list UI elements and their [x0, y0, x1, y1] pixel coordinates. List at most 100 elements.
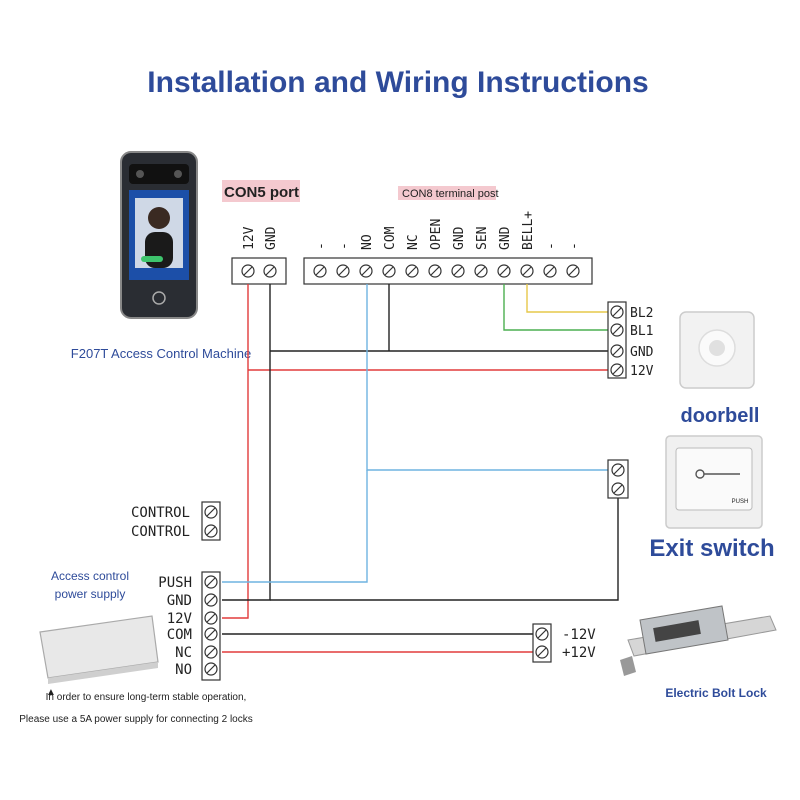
pin-label: PUSH — [158, 575, 192, 591]
control-screws — [204, 505, 218, 538]
con5-screws — [241, 264, 277, 278]
terminal-screw — [611, 463, 625, 477]
pin-label: GND — [452, 226, 467, 250]
speaker-grill — [709, 340, 725, 356]
pin-label: NC — [175, 645, 192, 661]
exit-switch-button — [675, 447, 753, 511]
terminal-screw — [610, 344, 624, 358]
pin-label: GND — [630, 345, 654, 360]
wire-gnd-exit — [270, 497, 619, 601]
pin-label: COM — [383, 226, 398, 250]
terminal-screw — [204, 611, 218, 625]
terminal-screw — [359, 264, 373, 278]
lock-caption: Electric Bolt Lock — [665, 686, 767, 700]
doorbell-screws — [610, 305, 624, 377]
exit-switch-device: PUSH — [665, 435, 763, 529]
wire-no-push — [222, 470, 368, 583]
terminal-screw — [543, 264, 557, 278]
power-supply-side — [48, 662, 158, 684]
terminal-screw — [204, 505, 218, 519]
terminal-screw — [566, 264, 580, 278]
pin-label: SEN — [475, 227, 490, 250]
pin-label: - — [567, 242, 582, 250]
device-camera-bar — [129, 164, 189, 184]
pin-label: - — [314, 242, 329, 250]
face-head — [148, 207, 170, 229]
terminal-screw — [204, 593, 218, 607]
power-note-line1: In order to ensure long-term stable oper… — [46, 692, 247, 703]
pin-label: COM — [167, 627, 192, 643]
doorbell-caption: doorbell — [681, 405, 760, 427]
terminal-screw — [610, 363, 624, 377]
doorbell-terminal-block — [607, 301, 627, 379]
pin-label: NO — [175, 662, 192, 678]
pin-label: GND — [498, 226, 513, 250]
lock-label-plate — [653, 620, 701, 642]
terminal-screw — [474, 264, 488, 278]
con5-pin-labels: 12V GND — [242, 226, 279, 250]
terminal-screw — [382, 264, 396, 278]
face-body — [145, 232, 173, 268]
pin-label: NO — [360, 234, 375, 250]
terminal-screw — [497, 264, 511, 278]
power-note-line2: Please use a 5A power supply for connect… — [19, 714, 252, 725]
doorbell-device — [679, 311, 755, 389]
terminal-screw — [451, 264, 465, 278]
rfid-icon — [152, 291, 166, 305]
verify-indicator — [141, 256, 163, 262]
lock-bolt — [620, 656, 636, 676]
pin-label: GND — [264, 226, 279, 250]
wire-bell-bl2 — [526, 284, 611, 313]
pin-label: 12V — [242, 226, 257, 250]
con5-terminal-block — [231, 257, 287, 285]
terminal-screw — [610, 323, 624, 337]
terminal-screw — [263, 264, 277, 278]
pin-label: +12V — [562, 645, 596, 661]
con8-label-highlight — [398, 186, 496, 200]
power-caption-line2: power supply — [55, 587, 126, 601]
wire-gnd-bl1 — [503, 284, 611, 331]
terminal-screw — [204, 627, 218, 641]
pin-label: GND — [167, 593, 192, 609]
exit-push-text: PUSH — [732, 499, 749, 505]
pin-label: - — [337, 242, 352, 250]
camera-icon — [136, 170, 144, 178]
pin-label: - — [544, 242, 559, 250]
terminal-screw — [204, 645, 218, 659]
pin-label: BL2 — [630, 306, 653, 321]
con5-label: CON5 port — [224, 184, 299, 201]
power-caption-line1: Access control — [51, 569, 129, 583]
terminal-screw — [610, 305, 624, 319]
pin-label: CONTROL — [131, 524, 190, 540]
access-control-device — [120, 151, 198, 319]
terminal-screw — [535, 627, 549, 641]
terminal-screw — [428, 264, 442, 278]
terminal-screw — [611, 482, 625, 496]
wire-12v-con5 — [222, 284, 249, 619]
wire-gnd-con5 — [222, 284, 271, 601]
terminal-screw — [204, 575, 218, 589]
lock-screws — [535, 627, 549, 659]
lock-pin-labels: -12V +12V — [562, 627, 596, 661]
con8-screws — [313, 264, 580, 278]
pin-label: CONTROL — [131, 505, 190, 521]
terminal-screw — [520, 264, 534, 278]
pin-label: OPEN — [429, 219, 444, 250]
con5-label-highlight — [222, 180, 300, 202]
device-caption: F207T Access Control Machine — [71, 346, 251, 361]
warning-icon: ▲ — [46, 687, 56, 698]
wires — [222, 284, 619, 653]
electric-bolt-lock-device — [620, 605, 777, 676]
exit-switch-caption: Exit switch — [649, 535, 774, 562]
pin-label: BELL+ — [521, 211, 536, 250]
pin-label: NC — [406, 234, 421, 250]
power-screws — [204, 575, 218, 676]
page-title: Installation and Wiring Instructions — [147, 66, 648, 99]
pin-label: -12V — [562, 627, 596, 643]
con8-label: CON8 terminal post — [402, 188, 499, 200]
